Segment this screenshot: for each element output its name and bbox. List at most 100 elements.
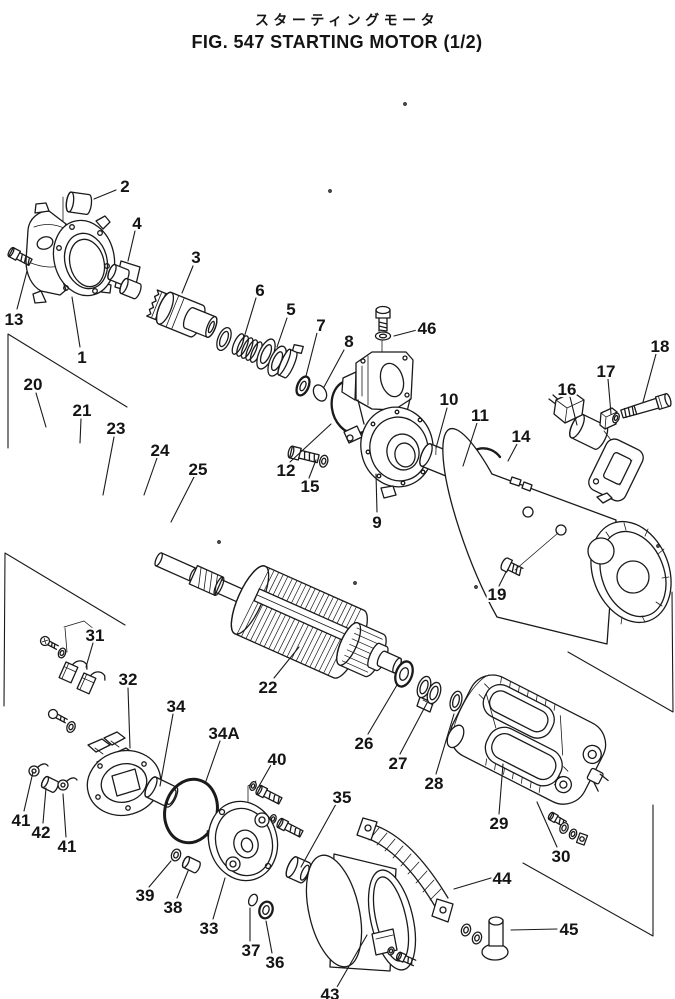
- part-number-label-5: 5: [286, 300, 295, 319]
- part-number-label-3: 3: [191, 248, 200, 267]
- leader-line-4: [127, 230, 136, 262]
- part-number-label-4: 4: [132, 214, 142, 233]
- part-number-label-6: 6: [255, 281, 264, 300]
- leader-line-20: [35, 392, 47, 428]
- group-bracket-line: [7, 333, 128, 449]
- group-bracket-line: [567, 591, 674, 713]
- part-1-drive-housing: [25, 202, 116, 304]
- drawing-layer: [7, 191, 672, 972]
- part-number-label-33: 33: [200, 919, 219, 938]
- leader-line-15: [308, 459, 317, 479]
- leader-line-8: [323, 349, 345, 388]
- part-number-label-20: 20: [24, 375, 43, 394]
- part-number-label-42: 42: [32, 823, 51, 842]
- leader-line-34A: [205, 740, 221, 782]
- print-dot: [217, 540, 221, 544]
- part-number-label-9: 9: [372, 513, 381, 532]
- part-number-label-34: 34: [167, 697, 186, 716]
- part-16-switch: [548, 391, 644, 504]
- leader-line-7: [305, 332, 318, 377]
- leader-line-11: [462, 422, 478, 467]
- part-41-clip: [28, 763, 49, 777]
- part-number-label-26: 26: [355, 734, 374, 753]
- leader-line-34: [159, 713, 174, 787]
- leader-line-41: [62, 793, 67, 838]
- part-45-cap: [460, 916, 509, 961]
- part-number-label-27: 27: [389, 754, 408, 773]
- leader-line-13: [16, 270, 28, 310]
- part-19-screw: [500, 557, 524, 577]
- part-27-washers: [416, 675, 442, 713]
- part-number-label-45: 45: [560, 920, 579, 939]
- leader-line-40: [258, 764, 272, 787]
- part-number-label-40: 40: [268, 750, 287, 769]
- part-33-end-frame: [206, 800, 279, 882]
- leader-line-31: [85, 642, 94, 668]
- part-number-label-46: 46: [418, 319, 437, 338]
- leader-line-33: [212, 877, 226, 920]
- leader-line-27: [399, 702, 428, 755]
- part-number-label-24: 24: [151, 441, 170, 460]
- part-3-clutch: [146, 289, 218, 338]
- leader-line-26: [367, 684, 398, 735]
- part-number-label-23: 23: [107, 419, 126, 438]
- leader-line-14: [507, 443, 518, 462]
- part-number-label-35: 35: [333, 788, 352, 807]
- part-number-label-32: 32: [119, 670, 138, 689]
- leader-line-42: [42, 787, 47, 824]
- part-number-label-38: 38: [164, 898, 183, 917]
- part-number-label-25: 25: [189, 460, 208, 479]
- figure-title-english: FIG. 547 STARTING MOTOR (1/2): [192, 32, 483, 52]
- leader-line-25: [170, 476, 195, 523]
- leader-line-2: [93, 189, 117, 200]
- part-22-armature: [154, 552, 402, 679]
- part-17-clip: [599, 407, 618, 441]
- leader-line-36: [265, 920, 273, 954]
- print-dot: [656, 544, 660, 548]
- part-42-bushing: [40, 775, 59, 793]
- part-36-bearing: [258, 900, 274, 920]
- leader-line-16: [569, 396, 578, 426]
- part-number-label-43: 43: [321, 985, 340, 999]
- part-number-label-41: 41: [58, 837, 77, 856]
- leader-line-32: [127, 687, 131, 749]
- part-44-band-strap: [356, 817, 454, 923]
- part-number-label-1: 1: [77, 348, 86, 367]
- part-40-screws: [247, 780, 304, 838]
- motor-yoke: [442, 428, 672, 645]
- print-dot: [353, 581, 357, 585]
- leader-line-41: [23, 771, 34, 812]
- part-3-ring: [216, 326, 232, 352]
- part-9-center-housing: [341, 351, 434, 499]
- part-number-label-18: 18: [651, 337, 670, 356]
- leader-line-3: [181, 265, 194, 294]
- part-number-label-17: 17: [597, 362, 616, 381]
- part-18-bolt: [620, 393, 672, 419]
- leader-line-29: [498, 763, 504, 815]
- part-number-label-30: 30: [552, 847, 571, 866]
- part-number-label-15: 15: [301, 477, 320, 496]
- part-30-screws: [547, 811, 589, 846]
- print-dot: [328, 189, 332, 193]
- part-number-label-19: 19: [488, 585, 507, 604]
- leader-line-17: [607, 378, 612, 415]
- leader-line-21: [79, 418, 82, 444]
- part-28-ring: [449, 690, 463, 712]
- part-number-label-22: 22: [259, 678, 278, 697]
- part-number-label-7: 7: [316, 316, 325, 335]
- leader-line-19: [498, 571, 507, 587]
- part-5-retainer-set: [256, 338, 304, 379]
- part-number-label-29: 29: [490, 814, 509, 833]
- part-18-washer: [612, 412, 620, 424]
- part-number-label-13: 13: [5, 310, 24, 329]
- part-number-label-21: 21: [73, 401, 92, 420]
- part-number-label-31: 31: [86, 626, 105, 645]
- leader-line-35: [300, 803, 337, 868]
- leader-line-44: [453, 877, 492, 890]
- leader-line-23: [102, 436, 115, 496]
- part-39-ring: [170, 848, 182, 862]
- part-number-label-44: 44: [493, 869, 512, 888]
- part-26-washer: [394, 660, 414, 688]
- part-number-label-8: 8: [344, 332, 353, 351]
- part-32-brush-plate: [86, 731, 162, 817]
